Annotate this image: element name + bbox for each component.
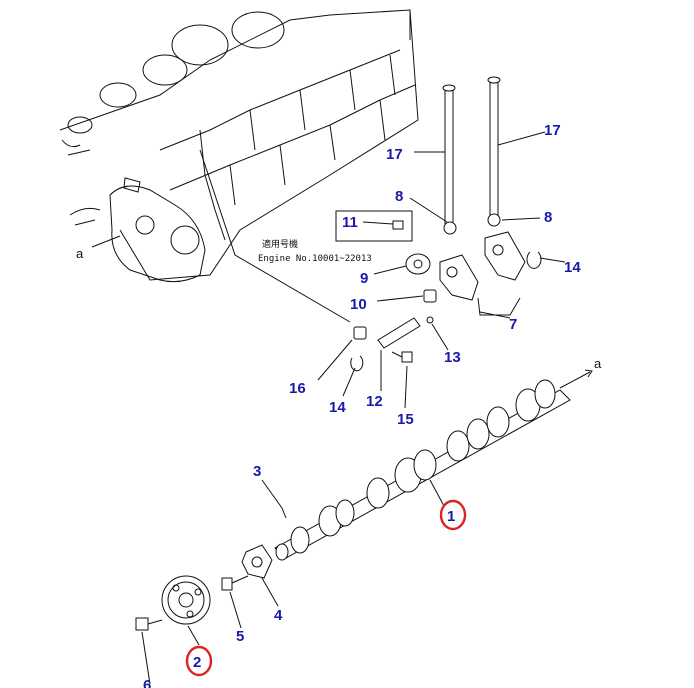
- callout-4: 4: [274, 607, 283, 624]
- callout-11: 11: [342, 214, 358, 231]
- callout-5: 5: [236, 628, 244, 645]
- leader-block-to-16: [199, 149, 351, 323]
- front-parts-drawing: [135, 507, 287, 631]
- callout-1: 1: [447, 508, 455, 525]
- pushrod-left: [444, 87, 454, 229]
- camshaft-gear: [161, 575, 211, 625]
- applicability-heading: 適用号機: [262, 238, 298, 250]
- callout-6: 6: [143, 677, 151, 688]
- highlight-ring-1: [439, 499, 467, 531]
- ref-label-a-block: a: [76, 246, 84, 261]
- callout-14-right: 14: [564, 259, 581, 276]
- callout-16: 16: [289, 380, 306, 397]
- callout-9: 9: [360, 270, 368, 287]
- leader-lines: [141, 131, 566, 685]
- rocker-arm-left: [439, 254, 479, 301]
- applicability-engine-range: Engine No.10001~22013: [258, 254, 372, 264]
- callout-17-right: 17: [544, 122, 561, 139]
- ref-label-a-camshaft: a: [594, 356, 602, 371]
- engine-block-drawing: [59, 9, 419, 283]
- highlight-ring-2: [185, 645, 213, 677]
- callout-2: 2: [193, 654, 201, 671]
- callout-numbers: 1 2 3 4 5 6 7 8 8 9 10 11 12 13 14 14 15…: [143, 122, 581, 688]
- callout-10: 10: [350, 296, 367, 313]
- callout-11-frame: [335, 210, 413, 242]
- pushrod-right: [489, 79, 499, 221]
- rocker-arm-right: [484, 231, 526, 281]
- callout-15: 15: [397, 411, 414, 428]
- camshaft-drawing: [274, 369, 593, 561]
- thrust-plate: [241, 544, 273, 579]
- callout-8-left: 8: [395, 188, 403, 205]
- callout-13: 13: [444, 349, 461, 366]
- callout-8-right: 8: [544, 209, 552, 226]
- rocker-assembly-drawing: [335, 76, 542, 372]
- callout-3: 3: [253, 463, 261, 480]
- callout-17-left: 17: [386, 146, 403, 163]
- callout-14-left: 14: [329, 399, 346, 416]
- callout-12: 12: [366, 393, 383, 410]
- callout-7: 7: [509, 316, 517, 333]
